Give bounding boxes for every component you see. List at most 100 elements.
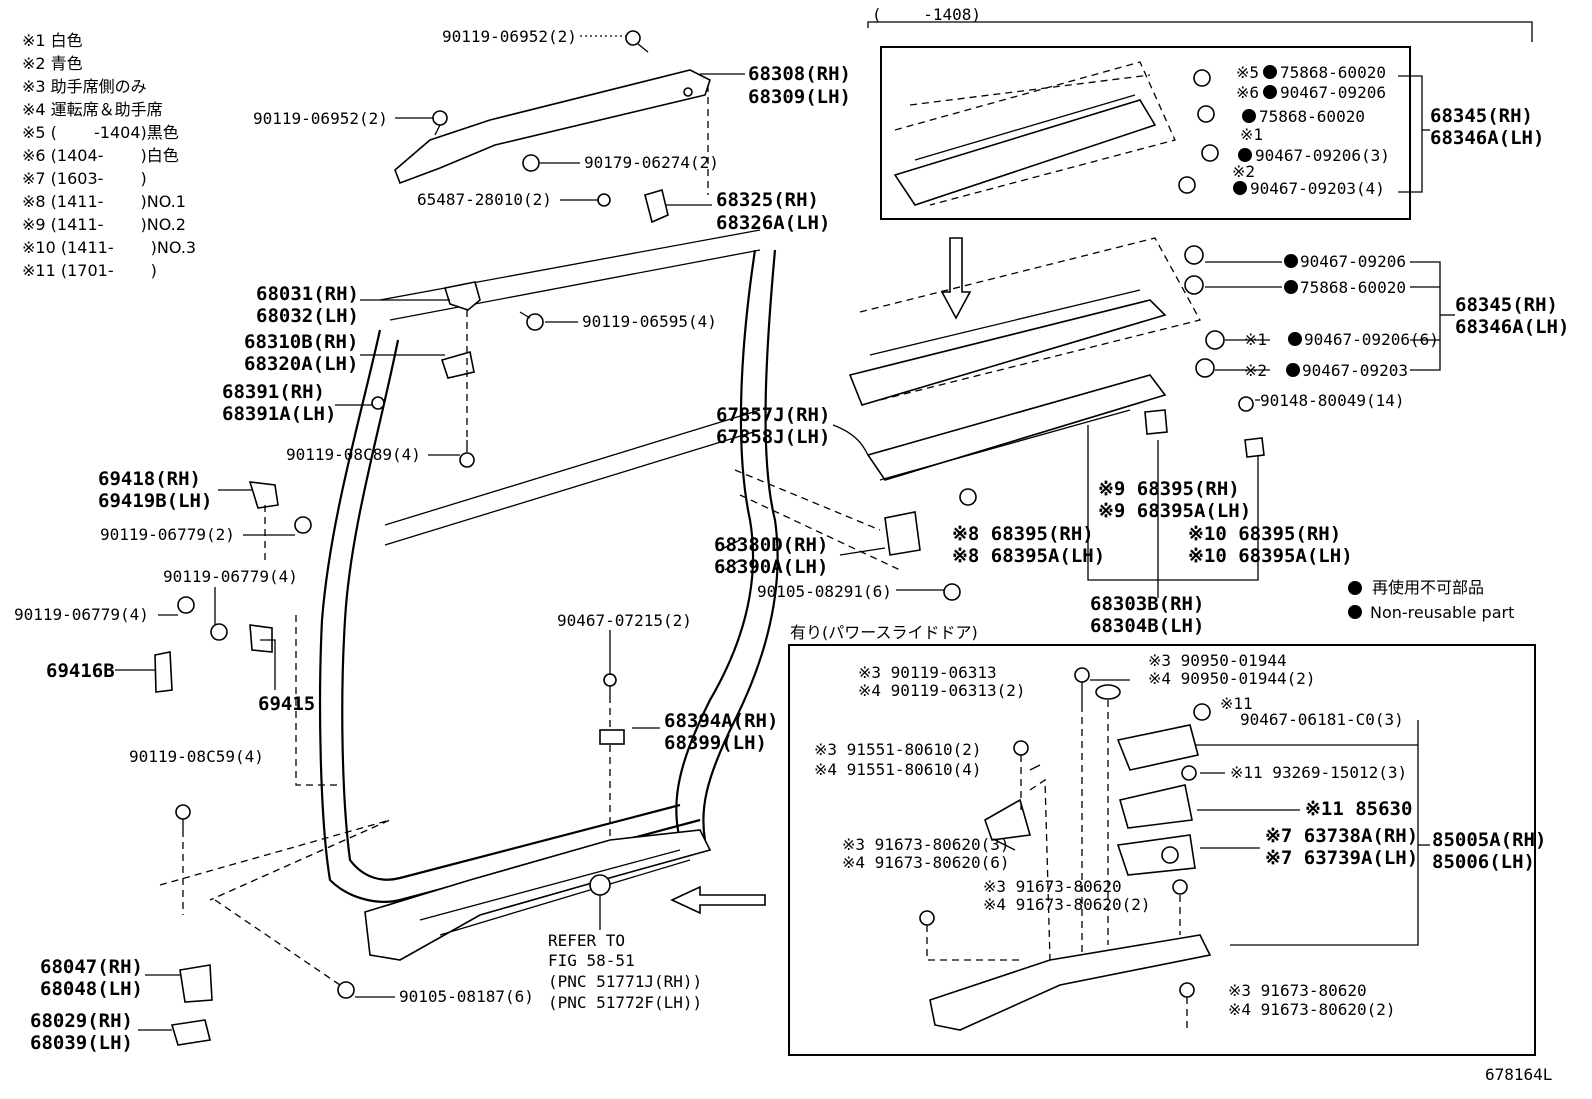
legend-dot-icon xyxy=(1348,605,1362,619)
part-label: 90119-08C59(4) xyxy=(129,747,264,766)
part-label: ※3 91551-80610(2) xyxy=(814,740,982,759)
part-label: 68345(RH) xyxy=(1455,294,1558,316)
part-label: 68391A(LH) xyxy=(222,403,336,425)
upper-detail-box: ( -1408) xyxy=(867,5,1533,220)
notes-list: ※1 白色 ※2 青色 ※3 助手席側のみ ※4 運転席＆助手席 ※5 ( -1… xyxy=(22,31,196,280)
part-label: ※1 xyxy=(1244,330,1267,349)
part-label: 90119-06779(4) xyxy=(14,605,149,624)
part-label: ※4 90950-01944(2) xyxy=(1148,669,1316,688)
part-label: 68320A(LH) xyxy=(244,353,358,375)
part-label: 68390A(LH) xyxy=(714,556,828,578)
part-label: 68380D(RH) xyxy=(714,534,828,556)
part-label: 69415 xyxy=(258,693,315,715)
part-label: ※4 91673-80620(2) xyxy=(983,895,1151,914)
part-label: 90148-80049(14) xyxy=(1260,391,1405,410)
part-label: ※1 xyxy=(1240,125,1263,144)
note-10: ※10 (1411- )NO.3 xyxy=(22,238,196,257)
note-4: ※4 運転席＆助手席 xyxy=(22,100,163,119)
bracket-lines xyxy=(1087,75,1455,946)
part-label: ※9 68395A(LH) xyxy=(1098,500,1251,522)
part-label: ※7 63739A(LH) xyxy=(1265,847,1418,869)
part-label: ※4 90119-06313(2) xyxy=(858,681,1026,700)
part-label: 68048(LH) xyxy=(40,978,143,1000)
note-9: ※9 (1411- )NO.2 xyxy=(22,215,186,234)
part-label: ※7 63738A(RH) xyxy=(1265,825,1418,847)
part-label: 90467-09206(3) xyxy=(1255,146,1390,165)
part-label: ※11 xyxy=(1220,694,1253,713)
note-8: ※8 (1411- )NO.1 xyxy=(22,192,186,211)
part-label: 67857J(RH) xyxy=(716,404,830,426)
part-label: 75868-60020 xyxy=(1300,278,1406,297)
part-label: ※11 93269-15012(3) xyxy=(1230,763,1407,782)
part-labels: 90119-06952(2) 90119-06952(2) 68308(RH) … xyxy=(14,27,1569,1054)
molding-assembly xyxy=(848,237,1265,481)
part-label: 68346A(LH) xyxy=(1455,316,1569,338)
part-label: 68394A(RH) xyxy=(664,710,778,732)
refer-line: FIG 58-51 xyxy=(548,951,635,970)
part-label: ※11 85630 xyxy=(1305,798,1412,820)
note-6: ※6 (1404- )白色 xyxy=(22,146,179,165)
part-label: ※3 91673-80620 xyxy=(983,877,1122,896)
part-label: 90119-06595(4) xyxy=(582,312,717,331)
legend-en: Non-reusable part xyxy=(1370,603,1514,622)
refer-note: REFER TO FIG 58-51 (PNC 51771J(RH)) (PNC… xyxy=(548,931,702,1012)
part-label: 68031(RH) xyxy=(256,283,359,305)
part-label: ※4 91673-80620(6) xyxy=(842,853,1010,872)
note-5: ※5 ( -1404)黒色 xyxy=(22,123,179,142)
guide-lines-left xyxy=(159,35,901,986)
part-label: 90119-06779(2) xyxy=(100,525,235,544)
part-label: ※3 91673-80620 xyxy=(1228,981,1367,1000)
part-label: 85006(LH) xyxy=(1432,851,1535,873)
part-label: ※4 91551-80610(4) xyxy=(814,760,982,779)
part-label: 90179-06274(2) xyxy=(584,153,719,172)
part-label: ※8 68395(RH) xyxy=(952,523,1094,545)
part-label: 90467-07215(2) xyxy=(557,611,692,630)
part-label: 69418(RH) xyxy=(98,468,201,490)
part-label: 68029(RH) xyxy=(30,1010,133,1032)
part-label: 85005A(RH) xyxy=(1432,829,1546,851)
refer-line: (PNC 51771J(RH)) xyxy=(548,972,702,991)
part-label: 90467-06181-C0(3) xyxy=(1240,710,1404,729)
part-label: ※10 68395A(LH) xyxy=(1188,545,1353,567)
part-label: ※2 xyxy=(1232,162,1255,181)
part-label: 68309(LH) xyxy=(748,86,851,108)
part-label: 68047(RH) xyxy=(40,956,143,978)
part-label: 90467-09206 xyxy=(1300,252,1406,271)
note-1: ※1 白色 xyxy=(22,31,83,50)
note-2: ※2 青色 xyxy=(22,54,83,73)
lower-rail-assembly xyxy=(364,829,712,961)
part-label: 75868-60020 xyxy=(1280,63,1386,82)
part-label: ※6 xyxy=(1236,83,1259,102)
door-frame xyxy=(318,229,779,903)
part-label: 69416B xyxy=(46,660,115,682)
part-label: 67858J(LH) xyxy=(716,426,830,448)
part-label: 90467-09206(6) xyxy=(1304,330,1439,349)
note-3: ※3 助手席側のみ xyxy=(22,77,147,96)
refer-line: (PNC 51772F(LH)) xyxy=(548,993,702,1012)
part-label: 68310B(RH) xyxy=(244,331,358,353)
leader-lines xyxy=(115,73,1300,1031)
part-label: 68346A(LH) xyxy=(1430,127,1544,149)
bolt-icon xyxy=(175,30,1254,999)
power-slide-label: 有り(パワースライドドア) xyxy=(790,623,978,642)
part-label: 68345(RH) xyxy=(1430,105,1533,127)
note-11: ※11 (1701- ) xyxy=(22,261,157,280)
part-label: 90119-08C89(4) xyxy=(286,445,421,464)
part-label: 68304B(LH) xyxy=(1090,615,1204,637)
part-label: ※3 90119-06313 xyxy=(858,663,997,682)
part-label: 65487-28010(2) xyxy=(417,190,552,209)
part-label: 68326A(LH) xyxy=(716,212,830,234)
part-label: 68308(RH) xyxy=(748,63,851,85)
legend-jp: 再使用不可部品 xyxy=(1372,578,1484,597)
legend-dot-icon xyxy=(1348,581,1362,595)
part-label: ※10 68395(RH) xyxy=(1188,523,1341,545)
arrow-down-icon xyxy=(940,237,972,320)
part-label: 90119-06779(4) xyxy=(163,567,298,586)
part-label: 68391(RH) xyxy=(222,381,325,403)
part-label: ※2 xyxy=(1244,361,1267,380)
part-label: 90467-09206 xyxy=(1280,83,1386,102)
part-label: 69419B(LH) xyxy=(98,490,212,512)
part-label: 90119-06952(2) xyxy=(442,27,577,46)
part-label: ※5 xyxy=(1236,63,1259,82)
